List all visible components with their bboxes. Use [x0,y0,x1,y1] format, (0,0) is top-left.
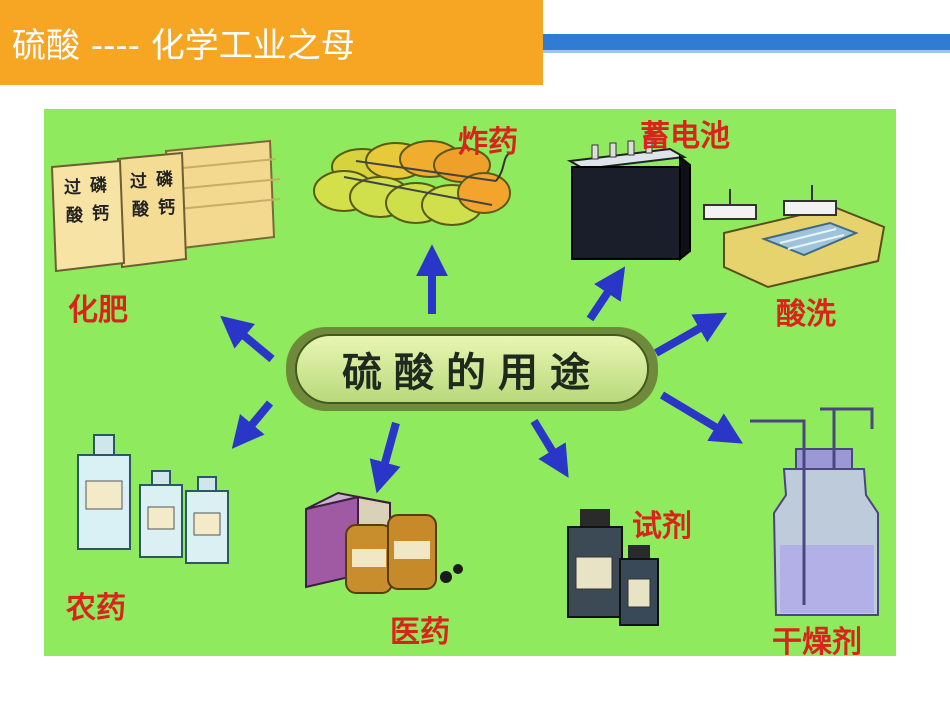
svg-text:钙: 钙 [92,203,109,224]
fertilizer-bags-icon: 过 磷 酸 钙 过 磷 酸 钙 [50,139,281,273]
svg-text:过: 过 [64,178,81,198]
label-explosives: 炸药 [458,125,518,160]
svg-text:磷: 磷 [156,169,174,190]
label-pesticide: 农药 [66,591,126,626]
diagram-graphics: 过 磷 酸 钙 过 磷 酸 钙 [50,138,886,626]
arrow-medicine [369,421,401,494]
arrow-pickling [654,312,728,357]
title-banner: 硫酸 ---- 化学工业之母 [0,0,543,85]
svg-text:钙: 钙 [158,197,175,218]
pesticide-bottles-icon [77,434,229,564]
label-battery: 蓄电池 [640,119,730,154]
battery-icon [566,138,691,262]
medicine-box-icon [305,491,463,594]
label-desiccant: 干燥剂 [772,625,862,660]
label-reagent: 试剂 [632,509,692,544]
arrow-reagent [530,418,569,478]
svg-text:过: 过 [130,172,147,192]
label-medicine: 医药 [390,615,450,650]
label-pickling: 酸洗 [776,297,836,332]
svg-text:酸: 酸 [66,205,84,226]
acid-tank-icon [703,185,886,289]
arrow-battery [586,266,626,322]
arrows [220,244,743,494]
uses-diagram: 过 磷 酸 钙 过 磷 酸 钙 [44,109,896,660]
center-title: 硫酸的用途 [342,349,602,396]
arrow-desiccant [659,391,743,444]
reagent-bottles-icon [567,509,659,626]
svg-text:磷: 磷 [90,175,108,196]
slide-title: 硫酸 ---- 化学工业之母 [12,26,355,66]
header-rule [543,34,950,50]
arrow-pesticide [231,400,274,449]
label-fertilizer: 化肥 [68,293,128,328]
svg-text:酸: 酸 [132,199,150,220]
arrow-fertilizer [220,315,275,363]
center-plaque [286,327,658,411]
header-rule-highlight [543,50,950,53]
explosives-bundle-icon [313,140,511,226]
gas-washing-bottle-icon [750,407,879,616]
